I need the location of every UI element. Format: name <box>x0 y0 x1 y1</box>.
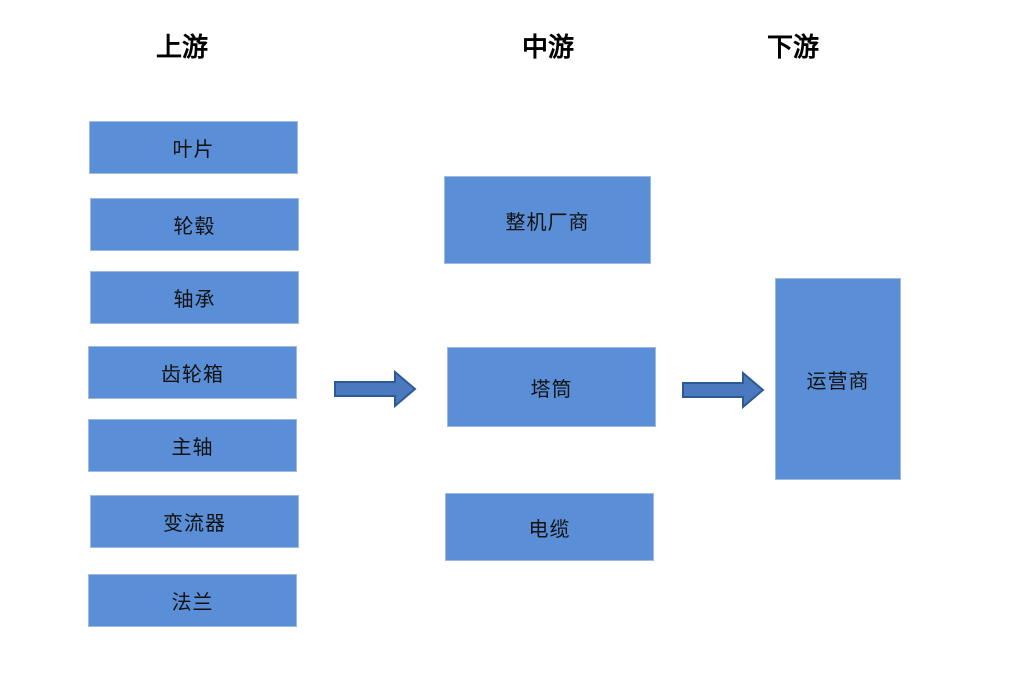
downstream-heading: 下游 <box>767 33 820 63</box>
upstream-item-main-shaft: 主轴 <box>88 419 297 472</box>
arrow-right-icon <box>682 370 765 410</box>
downstream-item-operator: 运营商 <box>775 278 901 480</box>
midstream-heading: 中游 <box>522 33 575 63</box>
midstream-item-tower: 塔筒 <box>447 347 656 427</box>
upstream-item-blade: 叶片 <box>89 121 298 174</box>
upstream-item-flange: 法兰 <box>88 574 297 627</box>
upstream-item-converter: 变流器 <box>90 495 299 548</box>
upstream-item-bearing: 轴承 <box>90 271 299 324</box>
upstream-item-gearbox: 齿轮箱 <box>88 346 297 399</box>
midstream-item-cable: 电缆 <box>445 493 654 561</box>
upstream-heading: 上游 <box>156 33 209 63</box>
upstream-item-hub: 轮毂 <box>90 198 299 251</box>
arrow-right-icon <box>334 369 417 409</box>
midstream-item-turbine-maker: 整机厂商 <box>444 176 651 264</box>
